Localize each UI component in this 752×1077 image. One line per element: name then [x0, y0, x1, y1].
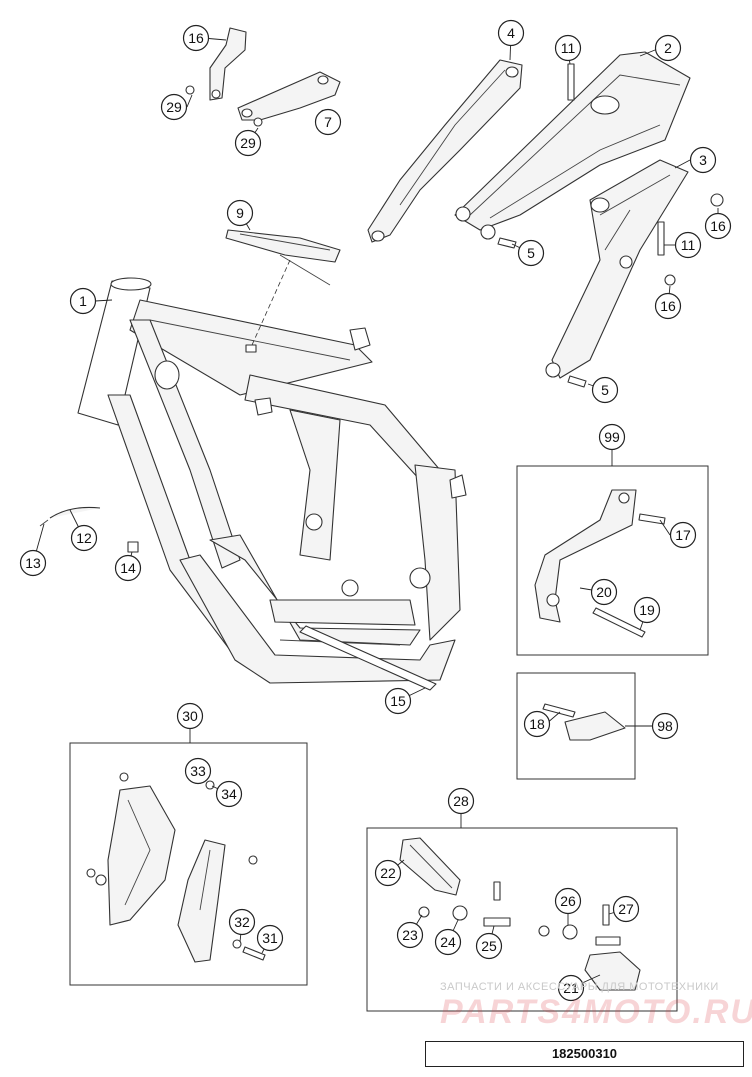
svg-text:99: 99	[604, 429, 620, 445]
callout-24: 24	[434, 928, 462, 956]
callout-19: 19	[633, 596, 661, 624]
svg-text:20: 20	[596, 584, 612, 600]
watermark-tagline: ЗАПЧАСТИ И АКСЕССУАРЫ ДЛЯ МОТОТЕХНИКИ	[440, 981, 719, 993]
bracket-6	[237, 71, 341, 121]
footrest-box	[366, 827, 678, 1012]
callout-17: 17	[669, 521, 697, 549]
svg-text:28: 28	[453, 793, 469, 809]
pin-kit	[542, 703, 626, 741]
cover-9	[225, 229, 341, 353]
callout-5: 5	[591, 376, 619, 404]
svg-text:4: 4	[507, 25, 515, 41]
svg-text:3: 3	[699, 152, 707, 168]
svg-text:13: 13	[25, 555, 41, 571]
callout-29: 29	[160, 93, 188, 121]
callout-23: 23	[396, 921, 424, 949]
callout-3: 3	[689, 146, 717, 174]
callout-2: 2	[654, 34, 682, 62]
svg-text:23: 23	[402, 927, 418, 943]
svg-text:31: 31	[262, 930, 278, 946]
svg-text:30: 30	[182, 708, 198, 724]
svg-text:17: 17	[675, 527, 691, 543]
svg-text:33: 33	[190, 763, 206, 779]
frame-protectors	[86, 762, 266, 963]
callout-14: 14	[114, 554, 142, 582]
footrest-bracket	[534, 489, 666, 638]
svg-text:32: 32	[234, 914, 250, 930]
svg-text:27: 27	[618, 901, 634, 917]
svg-text:19: 19	[639, 602, 655, 618]
callout-98: 98	[651, 712, 679, 740]
subframe-side	[545, 159, 689, 379]
callout-11: 11	[554, 34, 582, 62]
callout-31: 31	[256, 924, 284, 952]
callout-7: 16	[182, 24, 210, 52]
callout-30: 30	[176, 702, 204, 730]
svg-text:16: 16	[188, 30, 204, 46]
svg-text:9: 9	[236, 205, 244, 221]
svg-text:1: 1	[79, 293, 87, 309]
callout-5: 5	[517, 239, 545, 267]
svg-text:11: 11	[681, 237, 696, 253]
callout-11: 11	[674, 231, 702, 259]
bolts	[39, 63, 724, 691]
callout-12: 12	[70, 524, 98, 552]
callout-26: 26	[554, 887, 582, 915]
callout-99: 99	[598, 423, 626, 451]
svg-text:98: 98	[657, 718, 673, 734]
callout-34: 34	[215, 780, 243, 808]
diagram-number: 182500310	[425, 1041, 744, 1067]
callout-16: 16	[654, 292, 682, 320]
callout-18: 18	[523, 710, 551, 738]
svg-text:29: 29	[166, 99, 182, 115]
callout-6: 7	[314, 108, 342, 136]
svg-text:24: 24	[440, 934, 456, 950]
callout-4: 4	[497, 19, 525, 47]
svg-text:7: 7	[324, 114, 332, 130]
callout-15: 15	[384, 687, 412, 715]
callout-22: 22	[374, 859, 402, 887]
footrest-bracket-box	[516, 465, 709, 656]
callout-27: 27	[612, 895, 640, 923]
callout-28: 28	[447, 787, 475, 815]
subframe	[454, 51, 691, 240]
svg-text:18: 18	[529, 716, 545, 732]
svg-text:5: 5	[601, 382, 609, 398]
svg-text:16: 16	[710, 218, 726, 234]
svg-text:5: 5	[527, 245, 535, 261]
svg-text:16: 16	[660, 298, 676, 314]
callout-13: 13	[19, 549, 47, 577]
svg-text:11: 11	[561, 40, 576, 56]
callout-9: 9	[226, 199, 254, 227]
frame-protector-box	[69, 742, 308, 986]
callout-21: 21	[557, 974, 585, 1002]
callout-32: 32	[228, 908, 256, 936]
callout-25: 25	[475, 932, 503, 960]
svg-text:2: 2	[664, 40, 672, 56]
footrests	[399, 837, 641, 991]
callout-1: 1	[69, 287, 97, 315]
svg-text:29: 29	[240, 135, 256, 151]
main-frame	[77, 277, 467, 684]
watermark-logo: PARTS4MOTO.RU	[440, 993, 752, 1031]
callout-16: 16	[704, 212, 732, 240]
svg-text:12: 12	[76, 530, 92, 546]
svg-text:25: 25	[481, 938, 497, 954]
svg-text:14: 14	[120, 560, 136, 576]
rear-bracket	[367, 59, 523, 243]
svg-text:26: 26	[560, 893, 576, 909]
svg-text:34: 34	[221, 786, 237, 802]
svg-text:22: 22	[380, 865, 396, 881]
bracket-7	[209, 27, 247, 101]
callout-20: 20	[590, 578, 618, 606]
svg-text:15: 15	[390, 693, 406, 709]
callout-29: 29	[234, 129, 262, 157]
callout-33: 33	[184, 757, 212, 785]
svg-text:21: 21	[563, 980, 579, 996]
